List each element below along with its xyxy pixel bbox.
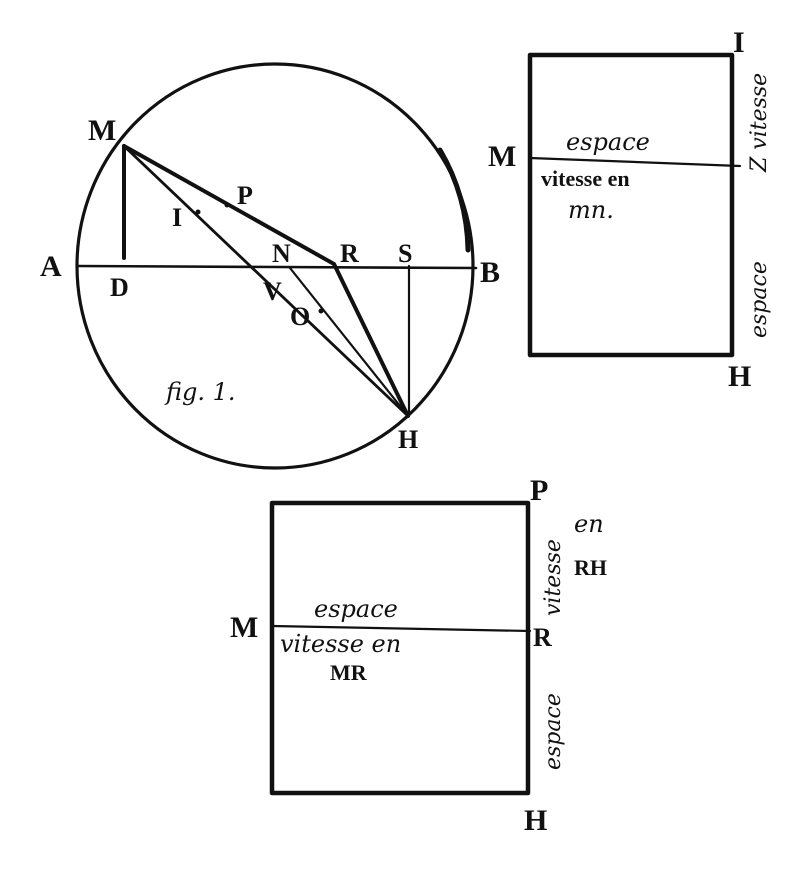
- side-text-RH: RH: [574, 555, 607, 580]
- side-text-vitesse: Z vitesse: [747, 73, 772, 173]
- chord-MH: [122, 144, 410, 418]
- label-H-corner: H: [728, 360, 751, 393]
- side-text-vitesse: vitesse: [541, 539, 566, 616]
- label-H: H: [398, 425, 418, 454]
- lower-region-text-line-1: vitesse en: [280, 630, 401, 658]
- label-D: D: [110, 273, 129, 302]
- side-text-espace: espace: [747, 261, 772, 338]
- lower-region-text-line-2: mn.: [568, 196, 614, 224]
- diagram-2-rectangle: M I H espace vitesse en mn. Z vitesse es…: [488, 26, 772, 393]
- circle-thick-arc-right: [437, 147, 471, 253]
- label-H-corner: H: [524, 804, 547, 837]
- label-M-left: M: [230, 611, 258, 644]
- figure-caption: fig. 1.: [164, 378, 236, 406]
- label-A: A: [40, 250, 62, 283]
- label-O: O: [290, 302, 310, 331]
- lower-region-text-line-1: vitesse en: [541, 166, 630, 191]
- side-text-en: en: [574, 510, 604, 538]
- label-B: B: [480, 256, 500, 289]
- label-I-corner: I: [733, 26, 745, 59]
- diagram-3-rectangle: M P R H espace vitesse en MR vitesse en …: [230, 474, 607, 837]
- rectangle-outline: [269, 500, 531, 796]
- label-N: N: [272, 239, 291, 268]
- label-P: P: [237, 181, 253, 210]
- point-I-marker: [195, 209, 201, 215]
- lower-region-text-line-2: MR: [330, 660, 368, 685]
- point-O-marker: [318, 308, 324, 314]
- label-I: I: [172, 203, 182, 232]
- label-V: V: [263, 277, 282, 306]
- label-S: S: [398, 239, 412, 268]
- point-P-marker: [224, 202, 230, 208]
- label-R: R: [340, 239, 359, 268]
- label-M-left: M: [488, 140, 516, 173]
- label-P-corner: P: [530, 474, 548, 507]
- figure-1-circle-diagram: M A B D I P N R S V O H fig. 1.: [40, 62, 500, 470]
- path-M-R-H: [122, 144, 410, 418]
- label-R-mid: R: [533, 623, 552, 652]
- path-N-H-branch: [288, 266, 410, 418]
- upper-region-text: espace: [314, 595, 398, 623]
- rectangle-outline: [527, 52, 735, 358]
- divider-line: [270, 624, 532, 633]
- label-M: M: [88, 114, 116, 147]
- divider-line: [528, 156, 742, 168]
- side-text-espace: espace: [541, 693, 566, 770]
- upper-region-text: espace: [566, 128, 650, 156]
